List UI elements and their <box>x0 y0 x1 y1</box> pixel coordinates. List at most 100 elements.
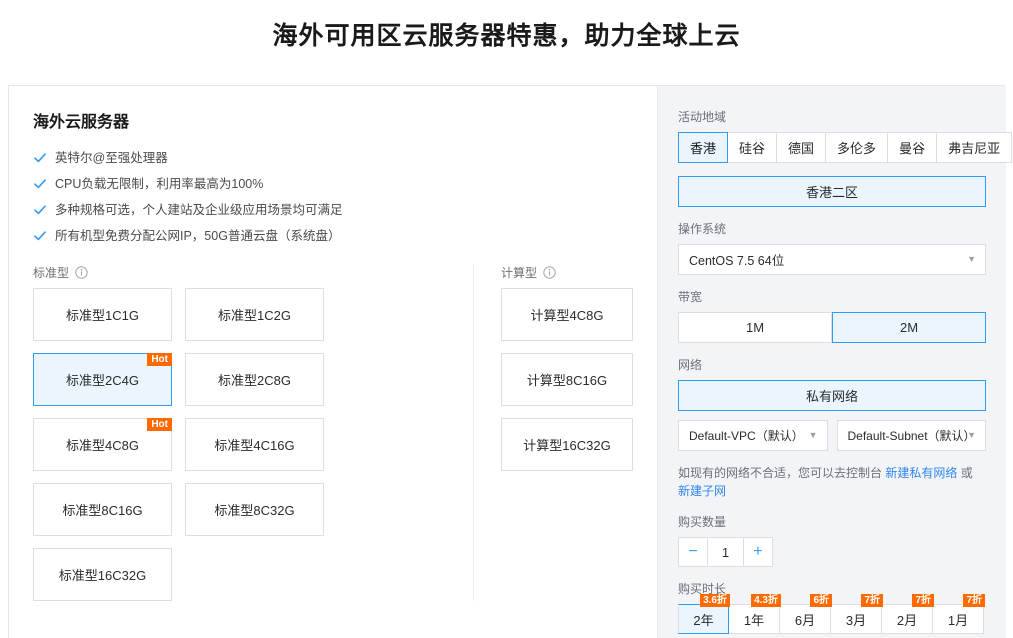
specs-wrap: 标准型 标准型1C1G 标准型1C2G 标准型2C4G Hot 标准型2C8G 标准型4C… <box>33 264 633 601</box>
spec-group-standard: 标准型 标准型1C1G 标准型1C2G 标准型2C4G Hot 标准型2C8G 标准型4C… <box>33 264 472 601</box>
duration-option[interactable]: 1年 <box>729 604 780 634</box>
spec-card-label: 计算型16C32G <box>523 438 611 453</box>
spec-card[interactable]: 标准型2C8G <box>185 353 324 406</box>
chevron-down-icon: ▼ <box>967 254 976 264</box>
bandwidth-option[interactable]: 2M <box>832 312 986 343</box>
network-hint-prefix: 如现有的网络不合适，您可以去控制台 <box>678 466 886 480</box>
spec-group-compute: 计算型 计算型4C8G 计算型8C16G 计算型16C32G <box>473 264 633 601</box>
spec-group-compute-label: 计算型 <box>501 264 633 280</box>
quantity-value[interactable]: 1 <box>708 537 743 567</box>
os-select-value: CentOS 7.5 64位 <box>689 254 785 268</box>
hot-badge: Hot <box>147 353 172 366</box>
zone-button[interactable]: 香港二区 <box>678 176 986 207</box>
region-option[interactable]: 多伦多 <box>826 132 889 163</box>
spec-card[interactable]: 标准型2C4G Hot <box>33 353 172 406</box>
discount-badge: 7折 <box>912 594 934 607</box>
region-options: 香港硅谷德国多伦多曼谷弗吉尼亚 <box>678 132 1013 163</box>
region-option[interactable]: 曼谷 <box>888 132 938 163</box>
vpc-select[interactable]: Default-VPC（默认） ▼ <box>678 420 828 451</box>
duration-option[interactable]: 3月 <box>831 604 882 634</box>
region-option[interactable]: 香港 <box>678 132 729 163</box>
spec-card-label: 计算型8C16G <box>526 373 608 388</box>
spec-grid-compute: 计算型4C8G 计算型8C16G 计算型16C32G <box>501 288 633 471</box>
network-selects: Default-VPC（默认） ▼ Default-Subnet（默认） ▼ <box>678 420 986 451</box>
duration-option[interactable]: 2月 <box>882 604 933 634</box>
info-icon[interactable] <box>75 265 88 279</box>
spec-card[interactable]: 标准型4C16G <box>185 418 324 471</box>
bandwidth-label: 带宽 <box>678 290 703 304</box>
discount-badge: 4.3折 <box>751 594 781 607</box>
feature-text: CPU负载无限制，利用率最高为100% <box>55 177 264 191</box>
vpc-select-value: Default-VPC（默认） <box>689 429 804 443</box>
chevron-down-icon: ▼ <box>808 430 818 440</box>
spec-card-label: 标准型16C32G <box>58 568 147 583</box>
os-block: 操作系统 CentOS 7.5 64位 ▼ <box>678 220 986 275</box>
feature-text: 英特尔@至强处理器 <box>55 151 168 165</box>
region-block: 活动地域 香港硅谷德国多伦多曼谷弗吉尼亚 <box>678 108 1013 163</box>
spec-card-label: 标准型2C4G <box>66 373 139 388</box>
discount-badge: 3.6折 <box>700 594 730 607</box>
subnet-select[interactable]: Default-Subnet（默认） ▼ <box>836 420 986 451</box>
discount-badge: 7折 <box>861 594 883 607</box>
region-option[interactable]: 德国 <box>777 132 827 163</box>
duration-option[interactable]: 6月 <box>780 604 831 634</box>
quantity-minus-button[interactable]: − <box>678 537 709 567</box>
network-hint-middle: 或 <box>957 466 973 480</box>
spec-card-label: 标准型8C32G <box>214 503 295 518</box>
create-subnet-link[interactable]: 新建子网 <box>678 484 727 498</box>
pane-title: 海外云服务器 <box>33 114 130 131</box>
quantity-plus-button[interactable]: + <box>742 537 773 567</box>
feature-text: 所有机型免费分配公网IP，50G普通云盘（系统盘） <box>55 229 341 243</box>
subnet-select-value: Default-Subnet（默认） <box>847 429 976 443</box>
spec-card[interactable]: 标准型8C32G <box>185 483 324 536</box>
spec-card-label: 标准型1C2G <box>218 308 291 323</box>
bandwidth-option[interactable]: 1M <box>678 312 832 343</box>
check-icon <box>33 151 47 165</box>
quantity-block: 购买数量 − 1 + <box>678 513 986 567</box>
region-label: 活动地域 <box>678 110 727 124</box>
quantity-label: 购买数量 <box>678 515 727 529</box>
page-title: 海外可用区云服务器特惠，助力全球上云 <box>272 22 741 50</box>
spec-card[interactable]: 标准型8C16G <box>33 483 172 536</box>
feature-item: 英特尔@至强处理器 <box>33 146 633 170</box>
spec-group-standard-label-text: 标准型 <box>33 265 70 280</box>
spec-card-label: 计算型4C8G <box>530 308 604 323</box>
network-label: 网络 <box>678 358 703 372</box>
spec-card[interactable]: 计算型8C16G <box>501 353 633 406</box>
duration-label: 购买时长 <box>678 582 727 596</box>
spec-card-label: 标准型2C8G <box>218 373 291 388</box>
info-icon[interactable] <box>543 265 556 279</box>
spec-card[interactable]: 计算型16C32G <box>501 418 633 471</box>
check-icon <box>33 229 47 243</box>
os-select[interactable]: CentOS 7.5 64位 ▼ <box>678 244 986 275</box>
spec-card-label: 标准型8C16G <box>62 503 143 518</box>
spec-card[interactable]: 标准型1C1G <box>33 288 172 341</box>
region-option[interactable]: 弗吉尼亚 <box>937 132 1013 163</box>
region-option[interactable]: 硅谷 <box>728 132 778 163</box>
spec-card[interactable]: 标准型16C32G <box>33 548 172 601</box>
spec-card[interactable]: 标准型1C2G <box>185 288 324 341</box>
create-vpc-link[interactable]: 新建私有网络 <box>885 466 958 480</box>
spec-card[interactable]: 计算型4C8G <box>501 288 633 341</box>
spec-group-standard-label: 标准型 <box>33 264 472 280</box>
duration-option[interactable]: 1月 <box>933 604 984 634</box>
check-icon <box>33 177 47 191</box>
discount-badge: 6折 <box>810 594 832 607</box>
duration-option[interactable]: 2年 <box>678 604 729 634</box>
network-type-button[interactable]: 私有网络 <box>678 380 986 411</box>
network-hint: 如现有的网络不合适，您可以去控制台 新建私有网络 或 新建子网 <box>678 464 986 500</box>
quantity-stepper: − 1 + <box>678 537 773 567</box>
spec-card-label: 标准型1C1G <box>66 308 139 323</box>
